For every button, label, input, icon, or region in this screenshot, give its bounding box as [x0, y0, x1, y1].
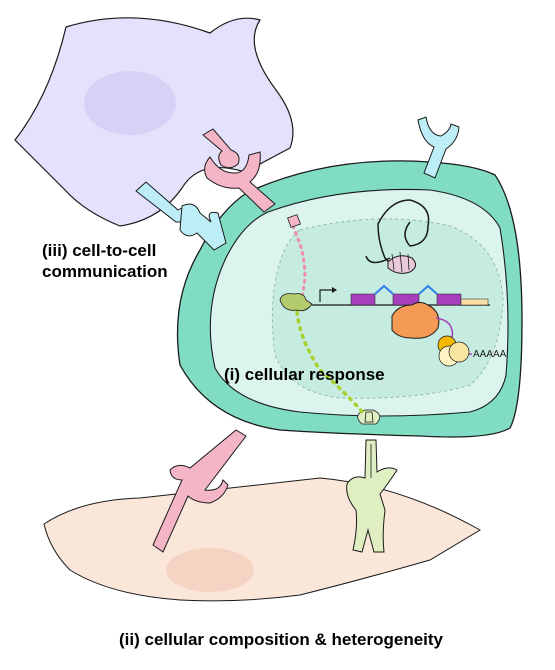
intron-2: [418, 284, 438, 295]
dna-strand-icon: [365, 199, 430, 274]
exon-2: [392, 293, 420, 306]
label-cell-to-cell-line-2: communication: [42, 262, 168, 281]
label-cell-to-cell-line-1: (iii) cell-to-cell: [42, 241, 157, 260]
gene-icon: [312, 284, 490, 306]
top-cell: [14, 17, 294, 227]
label-cellular-composition: (ii) cellular composition & heterogeneit…: [119, 630, 443, 649]
blue-receptor-icon: [179, 203, 227, 251]
transcription-factor-icon: [279, 293, 313, 312]
main-cell: [176, 160, 523, 438]
pink-receptor-icon: [204, 151, 276, 213]
top-cell-nucleus: [84, 71, 176, 135]
green-signal-path: [295, 310, 367, 417]
label-cellular-response: (i) cellular response: [224, 365, 385, 384]
polya-tail: AAAAA: [473, 349, 507, 360]
bottom-cell-nucleus: [166, 548, 254, 592]
pink-receptor-bottom-icon: [152, 429, 247, 553]
utr-3: [460, 298, 489, 306]
exon-3: [436, 293, 462, 306]
bottom-cell-body: [43, 477, 481, 602]
promoter-arrow-icon: [319, 289, 336, 302]
green-ligand-icon: [357, 409, 381, 425]
label-cell-to-cell-communication: (iii) cell-to-cell communication: [42, 240, 168, 282]
bottom-cell: [43, 477, 481, 602]
exon-1: [350, 293, 376, 306]
mrna-icon: AAAAA: [435, 317, 507, 367]
intron-1: [374, 284, 394, 295]
rna-polymerase-icon: [391, 302, 440, 339]
blue-receptor-unbound-icon: [417, 116, 460, 179]
green-receptor-icon: [346, 439, 398, 553]
pink-ligand-icon: [202, 128, 240, 169]
pink-signal-path: [287, 214, 307, 300]
